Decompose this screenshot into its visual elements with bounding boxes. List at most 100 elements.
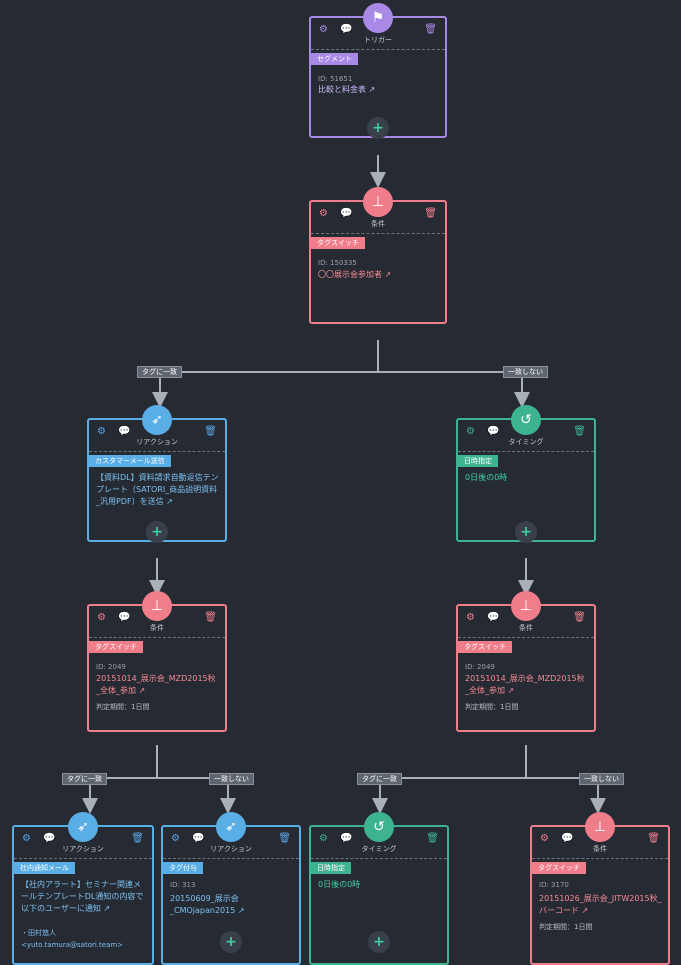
sitemap-icon: ⊥ bbox=[511, 591, 541, 621]
trash-icon[interactable]: 🗑 bbox=[424, 24, 437, 35]
sitemap-icon: ⊥ bbox=[363, 187, 393, 217]
node-link[interactable]: 20151026_展示会_JITW2015秋_バーコード ↗ bbox=[539, 894, 662, 915]
gear-icon[interactable]: ⚙ bbox=[171, 833, 180, 844]
add-step-button[interactable]: + bbox=[146, 521, 168, 543]
node-link[interactable]: 20151014_展示会_MZD2015秋_全体_参加 ↗ bbox=[96, 674, 216, 695]
gear-icon[interactable]: ⚙ bbox=[540, 833, 549, 844]
node-id: ID: 2049 bbox=[96, 663, 126, 671]
node-tag: タグスイッチ bbox=[458, 641, 512, 653]
trigger-node[interactable]: ⚑ ⚙ 💬 トリガー 🗑 セグメント ID: 51651 比較と料金表 ↗ + bbox=[309, 3, 447, 139]
node-header: ⚙ 💬 タイミング 🗑 bbox=[311, 827, 447, 859]
reaction-node[interactable]: ➶ ⚙ 💬 リアクション 🗑 カスタマーメール送信 【資料DL】資料請求自動返信… bbox=[87, 405, 227, 543]
node-link[interactable]: 〇〇展示会参加者 ↗ bbox=[318, 270, 392, 279]
trash-icon[interactable]: 🗑 bbox=[131, 833, 144, 844]
node-header: ⚙ 💬 リアクション 🗑 bbox=[163, 827, 299, 859]
rocket-icon: ➶ bbox=[216, 812, 246, 842]
node-tag: 日時指定 bbox=[458, 455, 498, 467]
comment-icon[interactable]: 💬 bbox=[487, 426, 500, 437]
node-header: ⚙ 💬 条件 🗑 bbox=[311, 202, 445, 234]
add-step-button[interactable]: + bbox=[368, 931, 390, 953]
node-link[interactable]: 【資料DL】資料請求自動返信テンプレート（SATORI_商品説明資料_汎用PDF… bbox=[96, 473, 219, 506]
comment-icon[interactable]: 💬 bbox=[487, 612, 500, 623]
judgement-period: 判定期間：1日間 bbox=[465, 703, 519, 711]
trash-icon[interactable]: 🗑 bbox=[647, 833, 660, 844]
branch-label-nomatch: 一致しない bbox=[503, 366, 548, 378]
clock-rotate-icon: ↺ bbox=[511, 405, 541, 435]
node-type-label: タイミング bbox=[508, 438, 544, 446]
node-tag: カスタマーメール送信 bbox=[89, 455, 171, 467]
gear-icon[interactable]: ⚙ bbox=[466, 612, 475, 623]
trash-icon[interactable]: 🗑 bbox=[424, 208, 437, 219]
comment-icon[interactable]: 💬 bbox=[340, 24, 353, 35]
condition-node[interactable]: ⊥ ⚙ 💬 条件 🗑 タグスイッチ ID: 3170 20151026_展示会_… bbox=[530, 812, 670, 965]
node-link[interactable]: 20150609_展示会_CMOjapan2015 ↗ bbox=[170, 894, 245, 915]
node-header: ⚙ 💬 条件 🗑 bbox=[89, 606, 225, 638]
gear-icon[interactable]: ⚙ bbox=[22, 833, 31, 844]
gear-icon[interactable]: ⚙ bbox=[319, 833, 328, 844]
external-link-icon: ↗ bbox=[235, 906, 245, 915]
branch-label-match: タグに一致 bbox=[62, 773, 107, 785]
trash-icon[interactable]: 🗑 bbox=[204, 612, 217, 623]
node-tag: タグスイッチ bbox=[89, 641, 143, 653]
sitemap-icon: ⊥ bbox=[585, 812, 615, 842]
node-tag: 日時指定 bbox=[311, 862, 351, 874]
node-link[interactable]: 20151014_展示会_MZD2015秋_全体_参加 ↗ bbox=[465, 674, 585, 695]
trash-icon[interactable]: 🗑 bbox=[204, 426, 217, 437]
condition-node[interactable]: ⊥ ⚙ 💬 条件 🗑 タグスイッチ ID: 2049 20151014_展示会_… bbox=[87, 591, 227, 732]
node-type-label: 条件 bbox=[519, 624, 533, 632]
node-id: ID: 2049 bbox=[465, 663, 495, 671]
external-link-icon: ↗ bbox=[100, 904, 111, 913]
node-tag: タグスイッチ bbox=[311, 237, 365, 249]
comment-icon[interactable]: 💬 bbox=[192, 833, 205, 844]
timing-node[interactable]: ↺ ⚙ 💬 タイミング 🗑 日時指定 0日後の0時 + bbox=[456, 405, 596, 543]
node-type-label: 条件 bbox=[593, 845, 607, 853]
node-header: ⚙ 💬 タイミング 🗑 bbox=[458, 420, 594, 452]
node-header: ⚙ 💬 条件 🗑 bbox=[458, 606, 594, 638]
trash-icon[interactable]: 🗑 bbox=[426, 833, 439, 844]
add-step-button[interactable]: + bbox=[220, 931, 242, 953]
gear-icon[interactable]: ⚙ bbox=[466, 426, 475, 437]
comment-icon[interactable]: 💬 bbox=[118, 612, 131, 623]
branch-label-nomatch: 一致しない bbox=[579, 773, 624, 785]
comment-icon[interactable]: 💬 bbox=[561, 833, 574, 844]
condition-node[interactable]: ⊥ ⚙ 💬 条件 🗑 タグスイッチ ID: 150335 〇〇展示会参加者 ↗ bbox=[309, 187, 447, 324]
node-header: ⚙ 💬 リアクション 🗑 bbox=[89, 420, 225, 452]
rocket-icon: ➶ bbox=[68, 812, 98, 842]
node-type-label: トリガー bbox=[364, 36, 392, 44]
trash-icon[interactable]: 🗑 bbox=[573, 426, 586, 437]
gear-icon[interactable]: ⚙ bbox=[319, 24, 328, 35]
judgement-period: 判定期間：1日間 bbox=[96, 703, 150, 711]
reaction-node[interactable]: ➶ ⚙ 💬 リアクション 🗑 社内通知メール 【社内アラート】セミナー関連メール… bbox=[12, 812, 154, 965]
flag-icon: ⚑ bbox=[363, 3, 393, 33]
node-link[interactable]: 比較と料金表 ↗ bbox=[318, 85, 376, 94]
node-tag: タグ付与 bbox=[163, 862, 203, 874]
rocket-icon: ➶ bbox=[142, 405, 172, 435]
add-step-button[interactable]: + bbox=[367, 117, 389, 139]
comment-icon[interactable]: 💬 bbox=[340, 208, 353, 219]
node-header: ⚙ 💬 トリガー 🗑 bbox=[311, 18, 445, 50]
gear-icon[interactable]: ⚙ bbox=[97, 612, 106, 623]
condition-node[interactable]: ⊥ ⚙ 💬 条件 🗑 タグスイッチ ID: 2049 20151014_展示会_… bbox=[456, 591, 596, 732]
node-type-label: 条件 bbox=[150, 624, 164, 632]
trash-icon[interactable]: 🗑 bbox=[573, 612, 586, 623]
node-id: ID: 313 bbox=[170, 881, 196, 889]
node-link[interactable]: 【社内アラート】セミナー関連メールテンプレートDL通知の内容で以下のユーザーに通… bbox=[21, 880, 144, 913]
external-link-icon: ↗ bbox=[579, 906, 589, 915]
reaction-node[interactable]: ➶ ⚙ 💬 リアクション 🗑 タグ付与 ID: 313 20150609_展示会… bbox=[161, 812, 301, 965]
node-type-label: リアクション bbox=[62, 845, 104, 853]
comment-icon[interactable]: 💬 bbox=[118, 426, 131, 437]
gear-icon[interactable]: ⚙ bbox=[319, 208, 328, 219]
comment-icon[interactable]: 💬 bbox=[43, 833, 56, 844]
trash-icon[interactable]: 🗑 bbox=[278, 833, 291, 844]
node-tag: 社内通知メール bbox=[14, 862, 75, 874]
add-step-button[interactable]: + bbox=[515, 521, 537, 543]
node-type-label: タイミング bbox=[361, 845, 397, 853]
branch-label-match: タグに一致 bbox=[137, 366, 182, 378]
node-tag: タグスイッチ bbox=[532, 862, 586, 874]
external-link-icon: ↗ bbox=[163, 497, 173, 506]
node-type-label: リアクション bbox=[136, 438, 178, 446]
node-type-label: 条件 bbox=[371, 220, 385, 228]
timing-node[interactable]: ↺ ⚙ 💬 タイミング 🗑 日時指定 0日後の0時 + bbox=[309, 812, 449, 965]
comment-icon[interactable]: 💬 bbox=[340, 833, 353, 844]
gear-icon[interactable]: ⚙ bbox=[97, 426, 106, 437]
